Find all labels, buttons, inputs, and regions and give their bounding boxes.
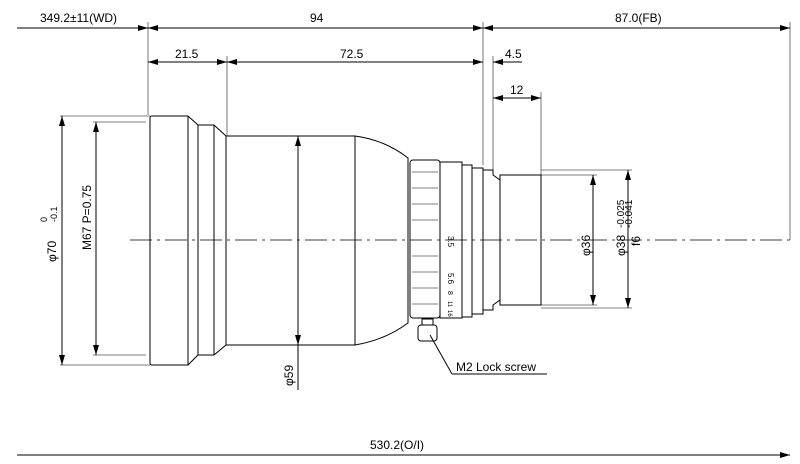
overall-label: 530.2(O/I) — [370, 438, 424, 452]
length-label: 94 — [310, 11, 324, 25]
lens-body — [149, 115, 542, 366]
svg-text:-0.1: -0.1 — [49, 206, 59, 222]
extension-lines — [60, 22, 791, 366]
aperture-ring[interactable] — [409, 159, 441, 319]
svg-text:-0.041: -0.041 — [624, 199, 635, 228]
svg-text:M2 Lock screw: M2 Lock screw — [456, 360, 536, 374]
svg-text:11: 11 — [446, 301, 452, 308]
svg-text:φ70: φ70 — [45, 241, 59, 262]
lock-screw[interactable] — [417, 318, 438, 342]
filter-thread-label: M67 P=0.75 — [80, 185, 94, 250]
dimension-row-top: 349.2±11(WD) 94 87.0(FB) — [17, 11, 790, 31]
front-section-label: 21.5 — [175, 47, 199, 61]
aperture-scale: 3.5 5.6 8 11 16 — [446, 236, 455, 317]
fb-label: 87.0(FB) — [615, 11, 662, 25]
svg-text:16: 16 — [446, 310, 452, 317]
dimension-row-bottom: 530.2(O/I) — [17, 438, 790, 458]
svg-text:8: 8 — [446, 291, 453, 295]
fit-label: f6 — [629, 236, 643, 246]
mount-outer-label: φ38 — [614, 235, 628, 256]
mount-inner-label: φ36 — [579, 235, 593, 256]
lock-screw-callout: M2 Lock screw — [429, 334, 547, 375]
wd-label: 349.2±11(WD) — [40, 11, 117, 25]
barrel-diameter-label: φ59 — [282, 365, 296, 386]
diameter-dims: φ70 0 -0.1 M67 P=0.75 φ59 φ36 φ38 -0.025… — [39, 116, 643, 390]
dimension-row-middle: 21.5 72.5 4.5 12 — [148, 47, 541, 101]
rear-section-label: 72.5 — [340, 47, 364, 61]
svg-text:-0.025: -0.025 — [616, 199, 627, 228]
svg-text:3.5: 3.5 — [446, 236, 455, 248]
svg-text:0: 0 — [39, 217, 49, 222]
mount-step-label: 4.5 — [505, 47, 522, 61]
svg-text:5.6: 5.6 — [446, 273, 455, 285]
mount-length-label: 12 — [510, 83, 524, 97]
